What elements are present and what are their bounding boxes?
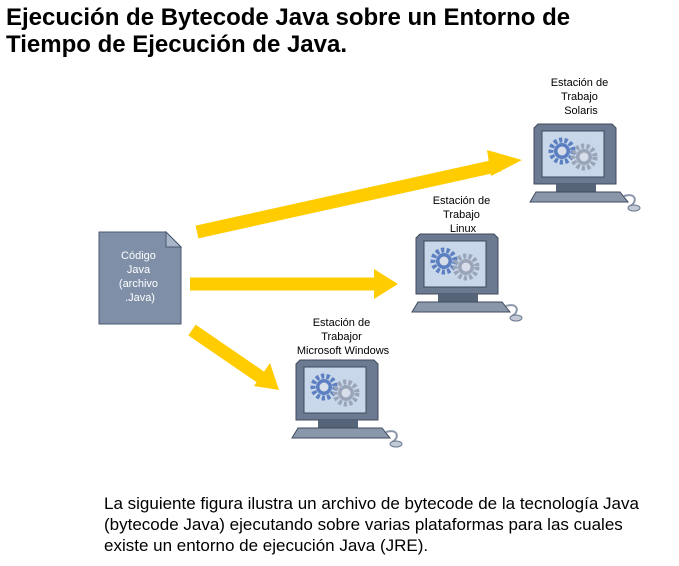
arrow-to-windows <box>188 324 279 390</box>
svg-text:Estación de Trabajor: Estación de Trabajor Microsoft Windows <box>297 317 390 357</box>
solaris-label-line-1: Estación de <box>551 77 608 89</box>
linux-label-line-2: Trabajo <box>443 209 480 221</box>
svg-text:Estación de Trabajo: Estación de Trabajo Solaris <box>551 77 612 117</box>
document-label-line-2: Java <box>127 264 151 276</box>
solaris-label-line-2: Trabajo <box>561 91 598 103</box>
title-line-2: Tiempo de Ejecución de Java. <box>6 31 348 58</box>
computer-icon <box>291 359 403 448</box>
document-label-line-3: (archivo <box>119 278 158 290</box>
svg-text:Código Java (archi: Código Java (archivo .Java) <box>119 250 161 304</box>
workstation-linux: Estación de Trabajo Linux <box>411 195 523 322</box>
computer-icon <box>411 233 523 322</box>
computer-icon <box>529 123 641 212</box>
windows-label-line-2: Trabajor <box>321 331 362 343</box>
windows-label-line-3: Microsoft Windows <box>297 345 390 357</box>
linux-label-line-3: Linux <box>450 223 477 235</box>
linux-label-line-1: Estación de <box>433 195 490 207</box>
workstation-windows: Estación de Trabajor Microsoft Windows <box>291 317 403 448</box>
svg-text:Estación de Trabajo: Estación de Trabajo Linux <box>433 195 494 235</box>
workstation-solaris: Estación de Trabajo Solaris <box>529 77 641 212</box>
arrow-to-solaris <box>195 150 522 239</box>
title-line-1: Ejecución de Bytecode Java sobre un Ento… <box>6 4 571 31</box>
figure-caption: La siguiente figura ilustra un archivo d… <box>104 494 639 555</box>
solaris-label-line-3: Solaris <box>564 105 598 117</box>
document-label-line-4: .Java) <box>125 292 155 304</box>
java-source-document: Código Java (archivo .Java) <box>98 230 183 325</box>
windows-label-line-1: Estación de <box>313 317 370 329</box>
arrow-to-linux <box>190 269 398 299</box>
page-title: Ejecución de Bytecode Java sobre un Ento… <box>6 4 676 58</box>
document-label-line-1: Código <box>121 250 156 262</box>
